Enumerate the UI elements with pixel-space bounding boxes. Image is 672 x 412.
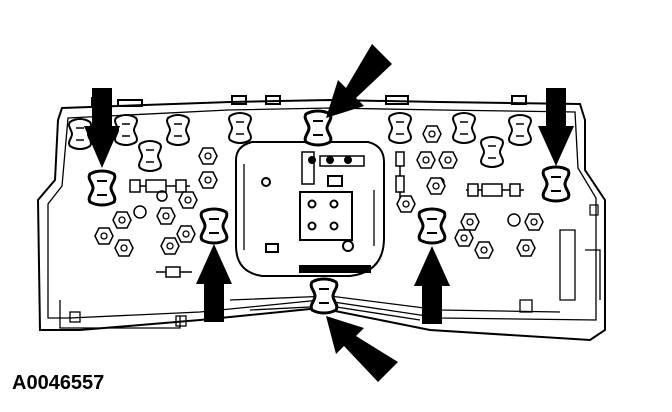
clip-lower-left: [199, 207, 229, 245]
arrow-bottom-center: [326, 316, 398, 382]
clip-lower-right: [417, 207, 447, 245]
arrow-upper-center: [326, 44, 392, 118]
arrow-lower-left: [196, 244, 232, 322]
circuit-components: [129, 151, 524, 278]
center-window: [235, 141, 385, 277]
figure-id-label: A0046557: [12, 372, 105, 394]
arrow-upper-left: [84, 88, 120, 168]
clip-upper-right: [541, 165, 571, 203]
clip-upper-left: [87, 169, 117, 207]
arrow-upper-right: [538, 88, 574, 166]
arrow-lower-right: [414, 246, 450, 324]
clip-bottom-center: [309, 277, 339, 315]
indicator-arrows: [84, 44, 574, 382]
